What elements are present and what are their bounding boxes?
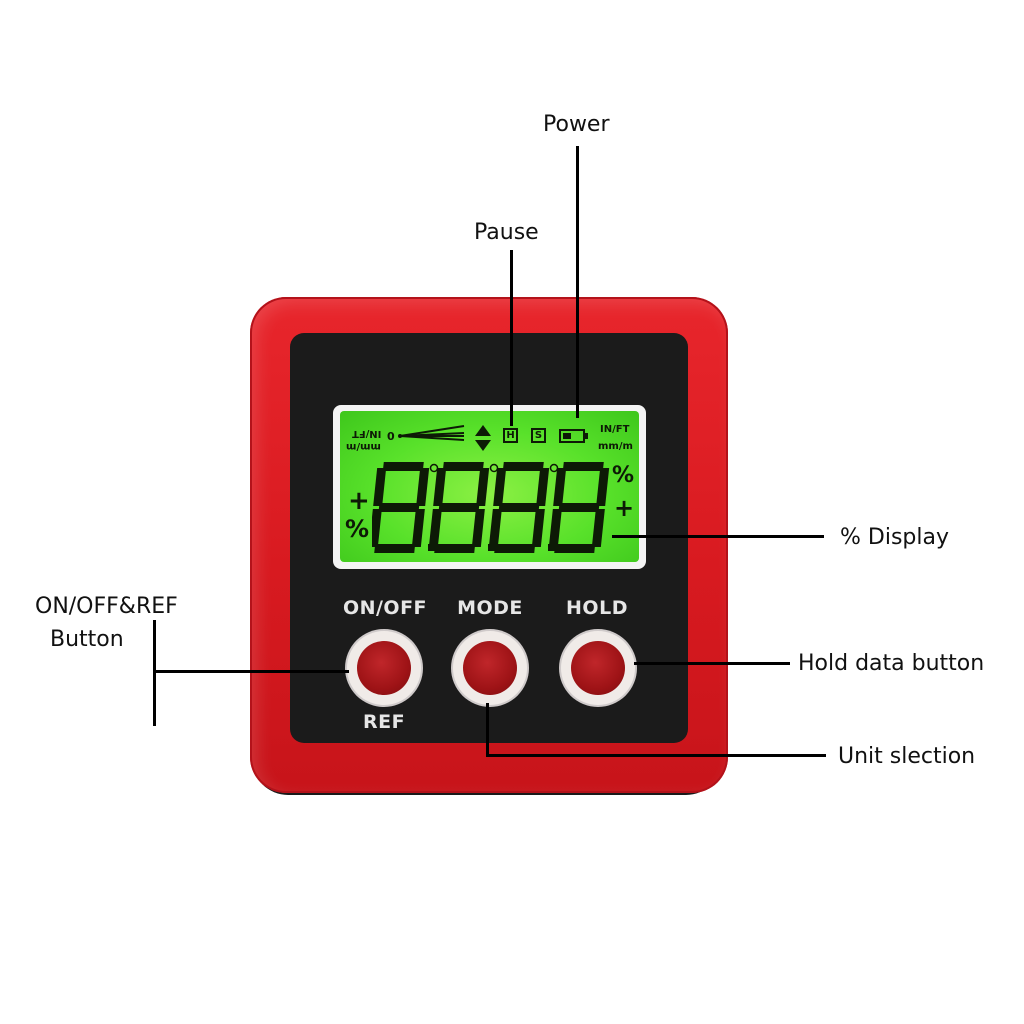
seven-segment-digits (372, 462, 610, 553)
lcd-zero: 0 (387, 430, 395, 443)
pause-leader-line (510, 250, 513, 426)
on-off-ref-leader-bracket (153, 620, 156, 726)
lcd-unit-right-top: IN/FT (600, 424, 630, 435)
lcd-unit-right-bottom: mm/m (598, 441, 633, 452)
unit-selection-callout-label: Unit slection (838, 744, 976, 769)
mode-button-label: MODE (457, 597, 523, 619)
on-off-button-label: ON/OFF (342, 597, 428, 619)
hold-button-label: HOLD (566, 597, 628, 619)
on-off-ref-callout-label-line2: Button (50, 627, 124, 652)
ref-button-label: REF (362, 711, 406, 733)
hold-indicator-icon: H (503, 428, 518, 443)
s-indicator-letter: S (534, 429, 543, 441)
lcd-unit-left-bottom: mm/m (346, 441, 381, 452)
hold-button-cap[interactable] (571, 641, 625, 695)
lcd-plus-left: + (348, 486, 370, 516)
hold-button[interactable] (561, 631, 635, 705)
on-off-ref-callout-label-line1: ON/OFF&REF (35, 594, 178, 619)
pause-callout-label: Pause (474, 220, 539, 245)
percent-display-callout-label: % Display (840, 525, 949, 550)
s-indicator-icon: S (531, 428, 546, 443)
power-callout-label: Power (543, 112, 610, 137)
on-off-ref-button[interactable] (347, 631, 421, 705)
percent-display-leader-line (612, 535, 824, 538)
lcd-screen (340, 411, 639, 562)
hold-data-callout-label: Hold data button (798, 651, 985, 676)
lcd-unit-left-top: IN/FT (352, 428, 382, 439)
mode-button[interactable] (453, 631, 527, 705)
unit-selection-leader-horizontal (486, 754, 826, 757)
hold-data-leader-line (634, 662, 790, 665)
power-leader-line (576, 146, 579, 418)
lcd-plus-right: + (614, 494, 635, 522)
up-down-arrow-icon (475, 425, 491, 451)
on-off-ref-leader-line (153, 670, 349, 673)
lcd-percent-left: % (345, 515, 370, 543)
unit-selection-leader-vertical (486, 703, 489, 756)
lcd-percent-right: % (612, 463, 635, 488)
battery-icon (559, 429, 588, 443)
hold-indicator-letter: H (506, 429, 515, 441)
on-off-button-cap[interactable] (357, 641, 411, 695)
digit-group (372, 462, 610, 553)
slope-lines-icon (398, 425, 465, 441)
mode-button-cap[interactable] (463, 641, 517, 695)
